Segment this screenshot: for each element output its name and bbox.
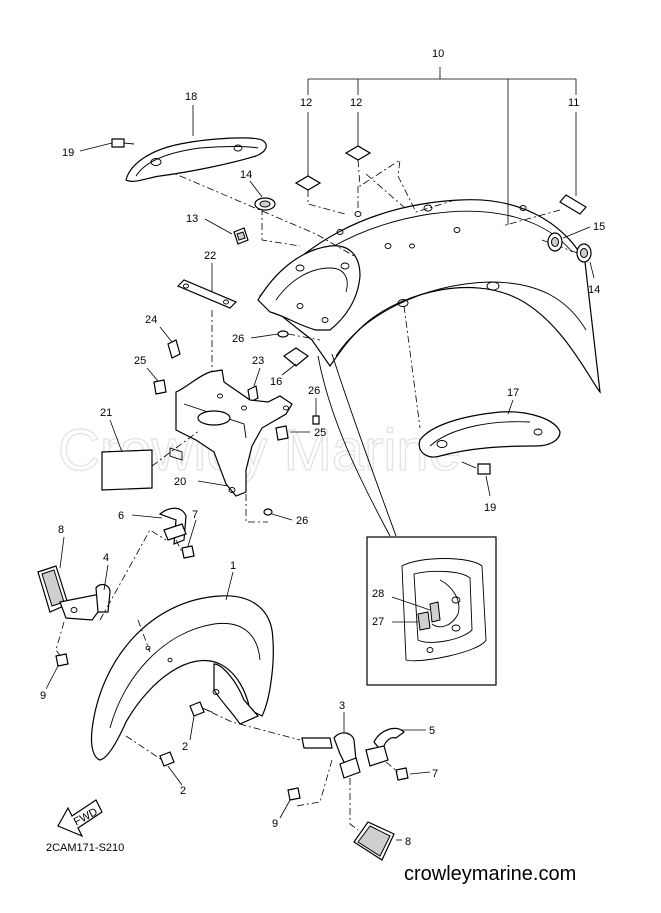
callout-3: 3: [339, 700, 345, 712]
callout-25b: 25: [314, 427, 326, 439]
callout-21: 21: [100, 407, 112, 419]
pad-25-left: [153, 379, 167, 395]
side-cover-17: [418, 411, 561, 458]
front-fender: [90, 595, 274, 761]
callout-8a: 8: [58, 524, 64, 536]
reflector-8-lower: [353, 821, 395, 861]
callout-1: 1: [230, 560, 236, 572]
fwd-arrow-icon: FWD: [57, 799, 103, 838]
callout-27: 27: [372, 616, 384, 628]
callout-5: 5: [429, 725, 435, 737]
grommet-14-right: [576, 243, 592, 263]
label-strip-11: [559, 194, 587, 215]
callout-19b: 19: [484, 502, 496, 514]
callout-25a: 25: [134, 355, 146, 367]
callout-12a: 12: [300, 97, 312, 109]
plate-21: [101, 449, 153, 491]
callout-26c: 26: [296, 515, 308, 527]
leaders-10-11-12: [307, 67, 577, 225]
diagram-code: 2CAM171-S210: [46, 842, 124, 854]
label-pad-12a: [294, 175, 322, 191]
license-bracket-20: [169, 369, 293, 497]
callout-2a: 2: [182, 741, 188, 753]
callout-12b: 12: [350, 97, 362, 109]
callout-23: 23: [252, 355, 264, 367]
pad-25-right: [275, 425, 289, 441]
nut-9-lower: [287, 787, 301, 801]
bolt-7-lower: [395, 767, 409, 781]
callout-14a: 14: [240, 169, 252, 181]
callout-4: 4: [103, 552, 109, 564]
callout-14b: 14: [588, 284, 600, 296]
screw-26-center: [277, 330, 289, 338]
bolt-2-upper: [189, 701, 213, 717]
callout-9b: 9: [272, 818, 278, 830]
screw-26-right: [312, 415, 320, 425]
callout-18: 18: [185, 91, 197, 103]
nut-9-left: [55, 653, 69, 667]
callout-6: 6: [118, 510, 124, 522]
callout-19a: 19: [62, 147, 74, 159]
callout-8b: 8: [405, 836, 411, 848]
callout-2b: 2: [180, 785, 186, 797]
screw-26-bottom: [263, 508, 273, 516]
callout-9a: 9: [40, 690, 46, 702]
callout-10: 10: [432, 48, 444, 60]
callout-17: 17: [507, 387, 519, 399]
callout-7b: 7: [432, 768, 438, 780]
bracket-5: [365, 727, 405, 767]
detail-inset: [366, 536, 497, 686]
callout-13: 13: [186, 213, 198, 225]
callout-20: 20: [174, 476, 186, 488]
grommet-14-upper: [254, 197, 276, 211]
bolt-19-upper: [111, 138, 135, 148]
clip-23: [247, 385, 259, 403]
bracket-4: [59, 583, 111, 621]
grommet-15: [547, 232, 563, 252]
bracket-6: [158, 507, 187, 545]
bolt-2-lower: [159, 751, 175, 767]
bolt-7-upper: [181, 545, 195, 559]
callout-numbers: 10 12 12 11 18 19 14 13 15 14 22 24 26 2…: [40, 48, 605, 848]
inset-pointer: [317, 355, 391, 537]
clip-24: [167, 339, 181, 359]
fwd-label: FWD: [72, 806, 100, 828]
side-cover-18: [125, 137, 267, 182]
callout-16: 16: [270, 376, 282, 388]
site-url: crowleymarine.com: [404, 863, 576, 885]
callout-15: 15: [593, 221, 605, 233]
rear-fender: [257, 199, 601, 394]
callout-7a: 7: [192, 509, 198, 521]
stay-3: [301, 732, 361, 779]
callout-26b: 26: [308, 385, 320, 397]
clip-13: [233, 227, 249, 245]
callout-22: 22: [204, 250, 216, 262]
callout-24: 24: [145, 314, 157, 326]
label-pad-12b: [344, 145, 372, 161]
callout-28: 28: [372, 588, 384, 600]
pad-16: [282, 347, 310, 367]
callout-11: 11: [568, 97, 579, 109]
plate-22: [176, 279, 238, 309]
bolt-19-right: [461, 461, 491, 475]
callout-26a: 26: [232, 333, 244, 345]
